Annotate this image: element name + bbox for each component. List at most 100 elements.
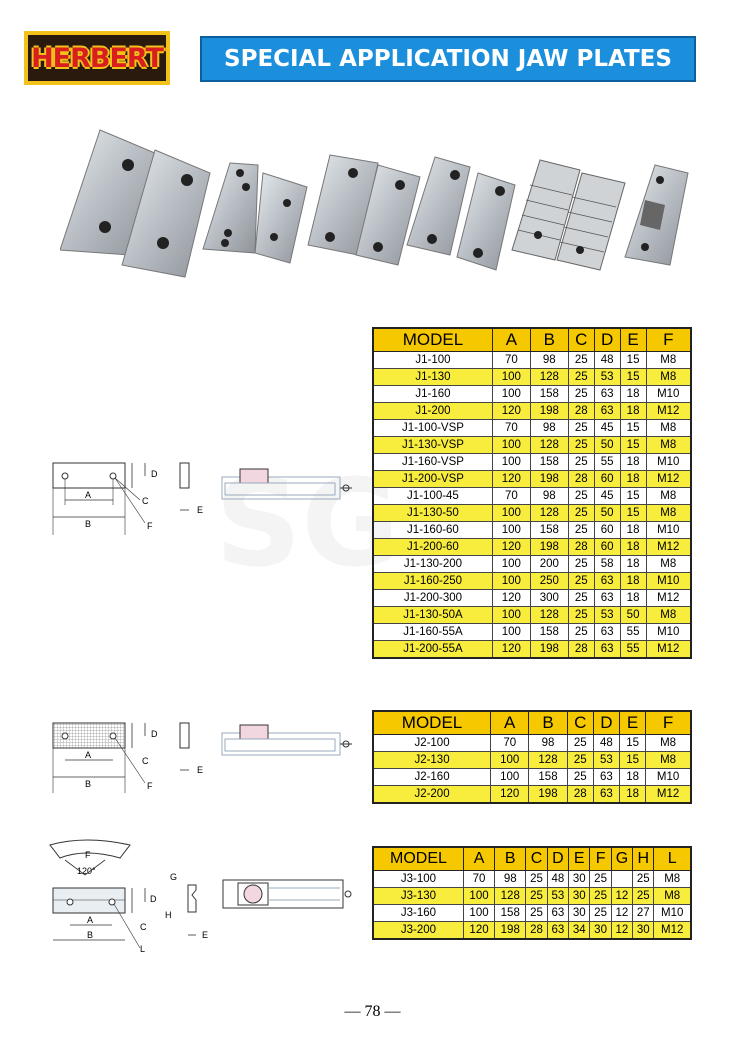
table-cell: 198 [528,785,568,804]
table-cell: 100 [491,453,531,471]
table-cell: 60 [593,470,621,488]
table-cell: J2-200 [372,785,492,804]
table-cell: 250 [529,572,569,590]
table-cell: 70 [490,734,530,752]
table-cell: J1-130-VSP [372,436,493,454]
table-cell: 98 [529,419,569,437]
table-cell: 100 [491,504,531,522]
column-header: F [589,846,612,871]
table-cell: 15 [618,734,647,752]
table-cell: M10 [653,904,692,922]
table-cell: 18 [619,572,647,590]
label-c: C [142,496,149,506]
column-header: B [528,710,568,735]
table-cell: 198 [529,640,569,659]
column-header: B [529,327,569,352]
table-cell: 100 [462,887,496,905]
table-cell: 100 [491,368,531,386]
table-cell: 128 [529,504,569,522]
table-cell: 28 [525,921,548,940]
table-cell: 48 [592,734,621,752]
table-cell: J3-200 [372,921,464,940]
column-header: MODEL [372,327,493,352]
table-cell: 158 [528,768,568,786]
label-d: D [150,894,157,904]
column-header: C [525,846,548,871]
table-cell: 18 [619,453,647,471]
table-cell: 25 [589,904,612,922]
table-cell: 25 [589,887,612,905]
table-cell: 25 [567,555,595,573]
table-cell: 98 [529,351,569,369]
table-cell: M12 [645,589,692,607]
table-cell: 12 [610,904,634,922]
table-cell: 25 [525,904,548,922]
table-cell: 30 [568,870,591,888]
j3-jaw-diagram: F 120° A B C D L G H E [49,839,352,954]
table-cell: M8 [645,606,692,624]
table-cell: 18 [618,785,647,804]
table-cell: 25 [567,487,595,505]
table-cell: J1-100 [372,351,493,369]
table-cell: 158 [529,453,569,471]
table-cell: 28 [567,538,595,556]
table-cell: M12 [653,921,692,940]
table-cell: M8 [645,419,692,437]
table-cell: 30 [568,887,591,905]
table-cell: J1-160-VSP [372,453,493,471]
table-cell: 100 [490,768,530,786]
table-cell: 30 [632,921,655,940]
table-cell: 98 [529,487,569,505]
table-cell: J1-100-VSP [372,419,493,437]
table-cell: 63 [593,402,621,420]
label-a: A [85,750,91,760]
label-a: A [85,490,91,500]
table-cell: 30 [589,921,612,940]
column-header: A [491,327,531,352]
table-cell: J1-160-55A [372,623,493,641]
table-cell: 158 [529,385,569,403]
table-cell: 100 [491,436,531,454]
table-cell: 25 [566,751,594,769]
table-cell: 15 [619,436,647,454]
table-cell: M10 [645,453,692,471]
table-cell: 25 [589,870,612,888]
table-cell: 100 [491,555,531,573]
table-cell: J1-200 [372,402,493,420]
table-cell: 120 [462,921,496,940]
table-cell: 25 [567,351,595,369]
column-header: F [645,327,692,352]
table-cell: J1-130-200 [372,555,493,573]
table-cell: 25 [567,436,595,454]
table-cell: 25 [567,453,595,471]
jaw-plates-photo [60,129,689,278]
table-cell: 18 [619,521,647,539]
table-cell: 120 [491,470,531,488]
table-cell: 25 [567,623,595,641]
table-cell: M8 [645,734,692,752]
table-cell: M12 [645,785,692,804]
table-cell: 18 [619,555,647,573]
column-header: L [653,846,692,871]
table-cell: 50 [619,606,647,624]
table-cell: 18 [619,385,647,403]
table-cell: 25 [567,419,595,437]
label-e: E [197,765,203,775]
table-cell: 120 [490,785,530,804]
table-cell: J1-200-60 [372,538,493,556]
column-header: D [546,846,570,871]
table-cell: 198 [529,538,569,556]
title-banner: SPECIAL APPLICATION JAW PLATES [200,36,696,82]
table-cell: 70 [462,870,496,888]
table-cell: 25 [566,768,594,786]
